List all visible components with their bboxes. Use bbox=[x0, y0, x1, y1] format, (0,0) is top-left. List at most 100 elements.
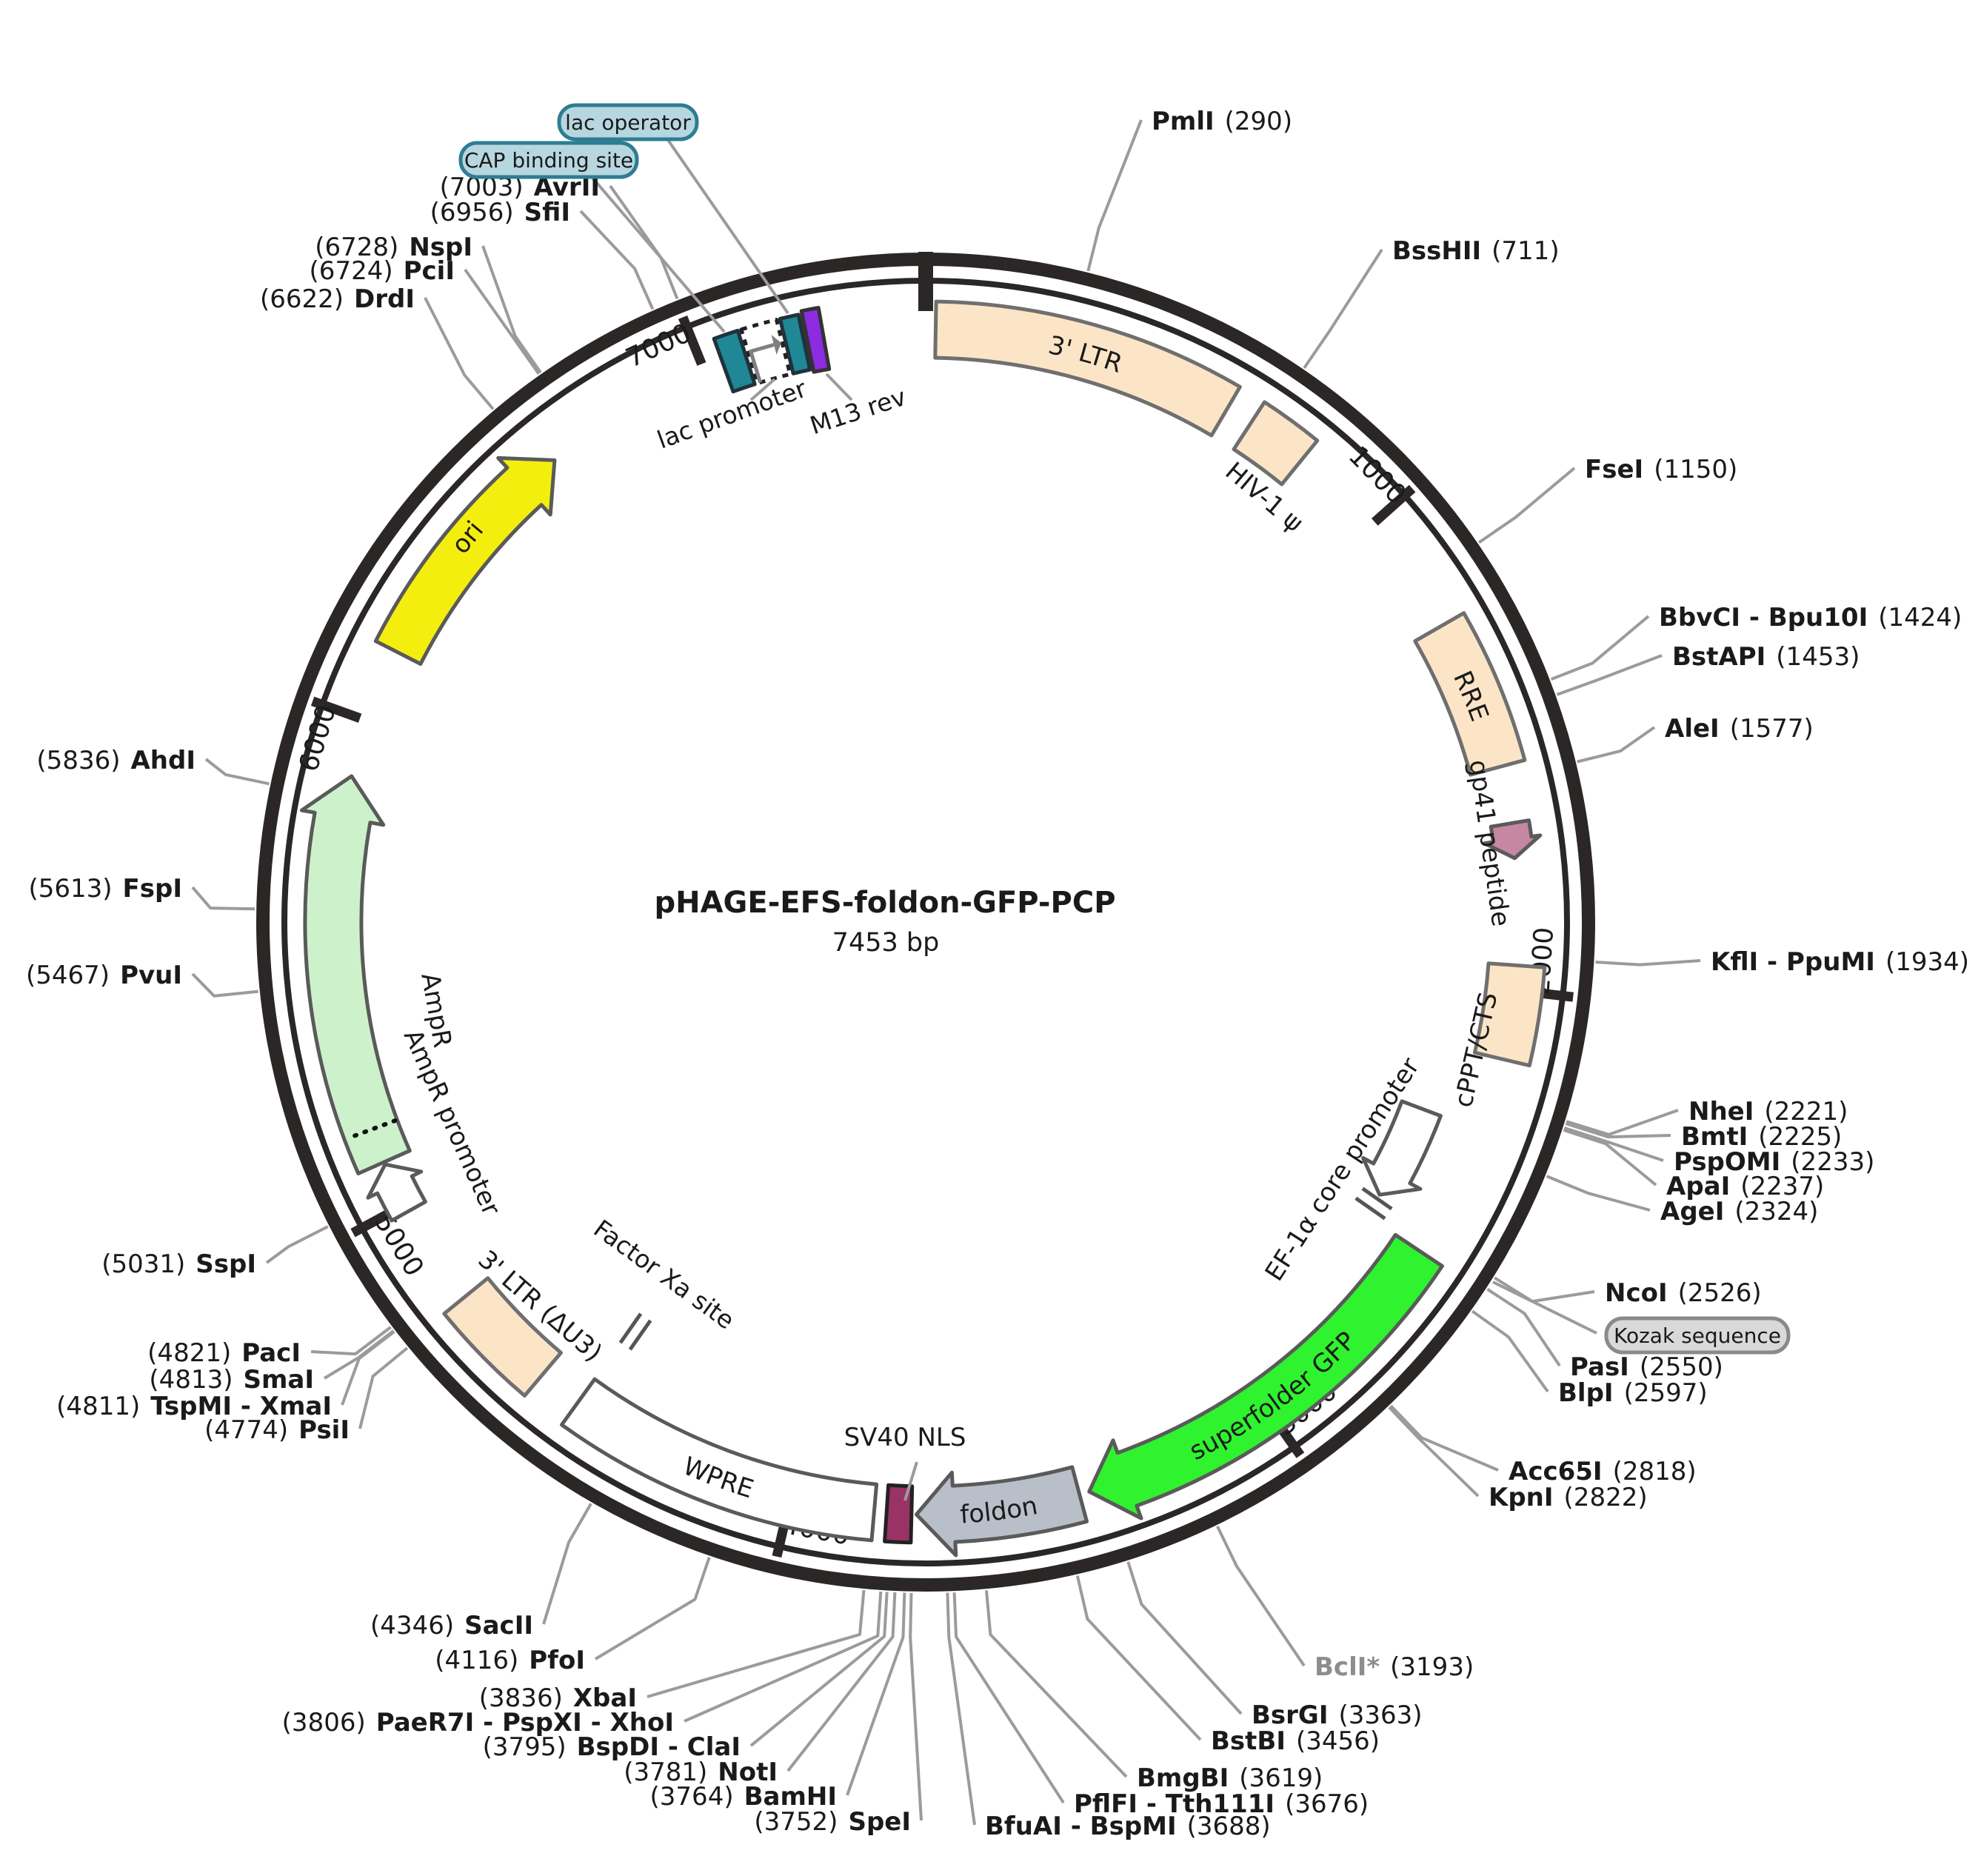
lac-promoter-arrowhead bbox=[771, 335, 781, 355]
site-leader-xbai bbox=[647, 1589, 866, 1698]
site-leader-bmti bbox=[1565, 1122, 1671, 1139]
site-label-pspomi: PspOMI(2233) bbox=[1674, 1147, 1874, 1177]
site-leader-apai bbox=[1563, 1128, 1657, 1186]
site-label-acc65i: Acc65I(2818) bbox=[1509, 1457, 1697, 1486]
backbone-outer-ring bbox=[256, 253, 1595, 1592]
site-name-bamhi: BamHI bbox=[744, 1782, 837, 1812]
site-pos-alei: (1577) bbox=[1730, 714, 1814, 744]
feature-ori bbox=[373, 455, 557, 666]
site-name-xbai: XbaI bbox=[573, 1683, 637, 1713]
site-name-paci: PacI bbox=[241, 1338, 301, 1368]
feature-wpre bbox=[560, 1377, 879, 1543]
site-name-nspi: NspI bbox=[409, 233, 472, 262]
site-leader-pmli bbox=[1086, 119, 1143, 272]
sv40-nls-label-leader bbox=[903, 1461, 918, 1501]
efs-end-marker-line-0 bbox=[1361, 1186, 1393, 1211]
site-leader-ncoi bbox=[1494, 1276, 1595, 1303]
site-leader-fspi bbox=[191, 886, 255, 911]
site-label-pvui: (5467)PvuI bbox=[26, 961, 182, 990]
site-name-ncoi: NcoI bbox=[1605, 1278, 1668, 1308]
site-pos-spei: (3752) bbox=[754, 1807, 838, 1837]
lac-operator-badge-label: lac operator bbox=[565, 110, 691, 135]
site-name-bbvci-bpu10i: BbvCI - Bpu10I bbox=[1659, 603, 1868, 632]
site-pos-ncoi: (2526) bbox=[1678, 1278, 1762, 1308]
site-pos-pflfi-tth111i: (3676) bbox=[1285, 1789, 1369, 1819]
site-label-nhei: NheI (2221) bbox=[1688, 1097, 1848, 1126]
site-label-blpi: BlpI(2597) bbox=[1558, 1378, 1708, 1408]
site-leader-acc65i bbox=[1389, 1404, 1499, 1472]
site-leader-pcii bbox=[464, 268, 541, 375]
site-label-pflfi-tth111i: PflFI - Tth111I(3676) bbox=[1074, 1789, 1369, 1819]
site-pos-apai: (2237) bbox=[1740, 1172, 1824, 1201]
site-label-kfli-ppumi: KflI - PpuMI(1934) bbox=[1711, 947, 1969, 977]
site-label-alei: AleI(1577) bbox=[1665, 714, 1814, 744]
site-name-noti: NotI bbox=[718, 1758, 778, 1787]
site-name-nhei: NheI bbox=[1688, 1097, 1754, 1126]
site-name-tspmi-xmai: TspMI - XmaI bbox=[150, 1392, 332, 1421]
site-leader-bstbi bbox=[1075, 1575, 1202, 1741]
site-leader-sacii bbox=[542, 1503, 592, 1625]
site-pos-bsrgi: (3363) bbox=[1338, 1700, 1422, 1730]
site-label-bbvci-bpu10i: BbvCI - Bpu10I(1424) bbox=[1659, 603, 1962, 632]
site-pos-acc65i: (2818) bbox=[1613, 1457, 1697, 1486]
site-label-bspdi-clai: (3795)BspDI - ClaI bbox=[483, 1732, 741, 1762]
site-leader-avrii bbox=[609, 184, 679, 300]
site-leader-sspi bbox=[265, 1225, 329, 1264]
site-name-bmgbi: BmgBI bbox=[1137, 1763, 1229, 1793]
site-pos-nhei: (2221) bbox=[1764, 1097, 1848, 1126]
site-label-drdi: (6622)DrdI bbox=[260, 284, 415, 314]
efs-end-marker-line-1 bbox=[1354, 1196, 1386, 1221]
feature-ampr-promoter bbox=[366, 1162, 427, 1223]
site-leader-alei bbox=[1577, 726, 1656, 764]
feature-gp41-peptide bbox=[1483, 818, 1543, 861]
site-label-ncoi: NcoI (2526) bbox=[1605, 1278, 1762, 1308]
site-label-sfii: (6956) SfiI bbox=[430, 198, 570, 227]
kozak-badge bbox=[1604, 1316, 1791, 1355]
site-leader-bsrgi bbox=[1126, 1561, 1243, 1715]
site-label-bsshii: BssHII(711) bbox=[1392, 236, 1560, 266]
site-label-bsrgi: BsrGI(3363) bbox=[1252, 1700, 1423, 1730]
site-pos-bsshii: (711) bbox=[1491, 236, 1559, 266]
site-label-fspi: (5613)FspI bbox=[28, 874, 182, 904]
site-leader-ahdi bbox=[204, 758, 270, 786]
site-leader-pflfi-tth111i bbox=[952, 1592, 1065, 1804]
site-leader-fsei bbox=[1477, 467, 1576, 544]
site-pos-kpni: (2822) bbox=[1564, 1483, 1648, 1512]
site-name-bstbi: BstBI bbox=[1211, 1726, 1286, 1756]
site-name-pmli: PmlI bbox=[1152, 107, 1215, 136]
site-name-pcii: PciI bbox=[404, 256, 455, 286]
site-label-agei: AgeI(2324) bbox=[1660, 1197, 1818, 1226]
site-label-paer7i-pspxi-xhoi: (3806)PaeR7I - PspXI - XhoI bbox=[282, 1708, 674, 1738]
site-leader-bmgbi bbox=[985, 1590, 1128, 1778]
feature-ampr bbox=[299, 774, 412, 1175]
site-name-apai: ApaI bbox=[1666, 1172, 1730, 1201]
site-name-fsei: FseI bbox=[1585, 455, 1643, 484]
site-leader-bamhi bbox=[846, 1592, 906, 1796]
site-leader-bcli bbox=[1216, 1526, 1306, 1667]
site-name-sfii: SfiI bbox=[524, 198, 570, 227]
site-leader-pvui bbox=[191, 972, 259, 998]
site-pos-sfii: (6956) bbox=[430, 198, 514, 227]
site-label-pmli: PmlI(290) bbox=[1152, 107, 1292, 136]
site-pos-pasi: (2550) bbox=[1640, 1352, 1723, 1382]
site-label-bstapi: BstAPI(1453) bbox=[1672, 642, 1860, 672]
site-pos-sacii: (4346) bbox=[370, 1611, 454, 1640]
site-name-pspomi: PspOMI bbox=[1674, 1147, 1780, 1177]
site-leader-sfii bbox=[579, 210, 655, 310]
site-label-ahdi: (5836)AhdI bbox=[36, 746, 196, 775]
factor-xa-marker-line-0 bbox=[628, 1319, 652, 1351]
tick-label-5000: 5000 bbox=[368, 1208, 430, 1282]
lac-operator-badge bbox=[557, 103, 699, 141]
site-pos-bcli: (3193) bbox=[1390, 1652, 1474, 1682]
site-pos-fsei: (1150) bbox=[1654, 455, 1737, 484]
site-pos-pvui: (5467) bbox=[26, 961, 110, 990]
site-label-nspi: (6728)NspI bbox=[315, 233, 472, 262]
site-pos-kfli-ppumi: (1934) bbox=[1885, 947, 1969, 977]
feature-cppt-cts bbox=[1472, 961, 1547, 1068]
site-label-pasi: PasI(2550) bbox=[1570, 1352, 1723, 1382]
site-label-apai: ApaI (2237) bbox=[1666, 1172, 1824, 1201]
site-label-bmti: BmtI(2225) bbox=[1681, 1122, 1842, 1152]
site-name-sacii: SacII bbox=[464, 1611, 533, 1640]
